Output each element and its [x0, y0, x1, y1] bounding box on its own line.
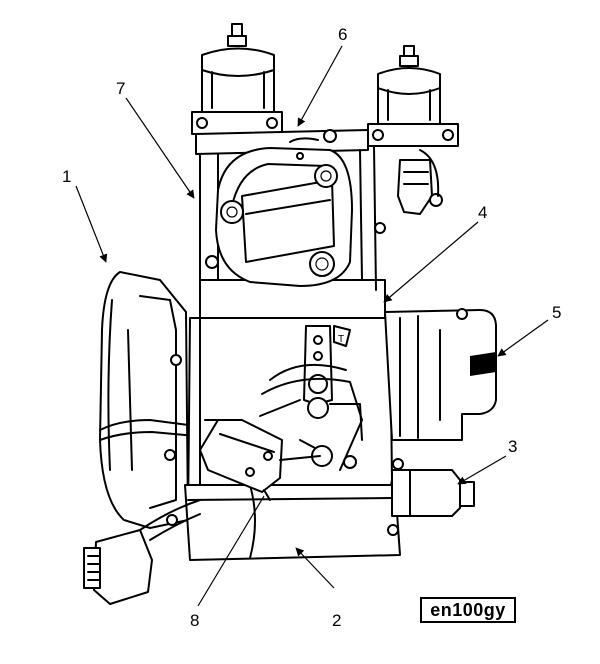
figure-code-label: en100gy	[420, 597, 516, 623]
right-housing	[384, 308, 497, 441]
leader-3	[457, 455, 507, 485]
callout-6: 6	[338, 25, 347, 44]
mounting-flange	[99, 271, 197, 529]
leader-5	[497, 319, 549, 357]
top-solenoid-right	[367, 45, 459, 215]
callout-8: 8	[190, 611, 199, 630]
top-solenoid-left	[191, 23, 283, 135]
electrical-connector	[83, 499, 201, 605]
callout-2: 2	[332, 611, 341, 630]
leader-6	[297, 45, 343, 127]
lower-housing	[184, 458, 404, 561]
fuel-fitting	[391, 469, 475, 517]
callout-4: 4	[478, 203, 487, 222]
leader-2	[295, 547, 335, 589]
solenoid-bracket	[195, 129, 377, 291]
callout-5: 5	[552, 303, 561, 322]
leader-8	[197, 495, 265, 607]
leader-7	[125, 97, 195, 199]
lever-sticker-text: T	[338, 334, 344, 345]
position-sensor	[199, 419, 321, 501]
throttle-lever: T	[259, 325, 363, 471]
callout-leaders	[75, 45, 549, 607]
leader-4	[383, 221, 479, 303]
callout-1: 1	[62, 167, 71, 186]
callout-7: 7	[116, 79, 125, 98]
round-cover	[215, 137, 353, 287]
callout-3: 3	[508, 437, 517, 456]
leader-1	[75, 185, 108, 263]
callout-labels: 1 2 3 4 5 6 7 8	[62, 25, 561, 630]
